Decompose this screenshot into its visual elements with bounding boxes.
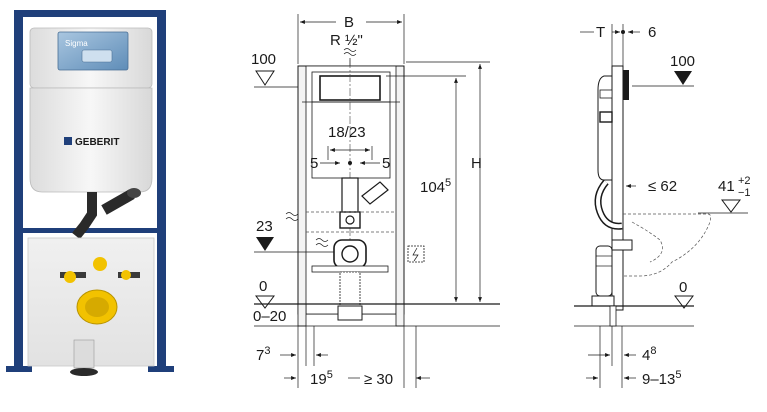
front-flush-pipe — [341, 177, 359, 215]
flush-pipe-branch — [101, 189, 135, 215]
pan-level-marker — [721, 199, 741, 213]
geberit-brand-label: GEBERIT — [75, 137, 119, 148]
side-top-level-label: 100 — [670, 53, 695, 70]
product-photo: Sigma GEBERIT — [6, 10, 174, 376]
pan-tol-plus: +2 — [738, 175, 751, 187]
top-level-marker — [255, 70, 275, 86]
bottom-range-base: 9–13 — [642, 371, 675, 388]
drain-stub-end — [70, 368, 98, 376]
electrical-box — [407, 245, 425, 263]
inner-height-sup: 5 — [445, 177, 451, 189]
mid-spacing-label: 18/23 — [328, 124, 366, 141]
depth-label: T — [596, 24, 605, 41]
svg-text:41: 41 — [718, 178, 735, 195]
flush-pipe-end — [127, 188, 141, 198]
water-supply-icon — [343, 48, 357, 56]
side-level-label: 23 — [256, 218, 273, 235]
frame-foot-right — [148, 366, 174, 372]
bottom-range-sup: 5 — [675, 369, 681, 381]
front-flush-branch — [361, 181, 389, 205]
sigma-plate-label: Sigma — [65, 39, 88, 48]
wall-gap-label: 6 — [648, 24, 656, 41]
side-level-marker — [256, 237, 274, 251]
height-label: H — [471, 155, 482, 172]
width-label: B — [344, 14, 354, 31]
inner-height-base: 104 — [420, 179, 445, 196]
floor-range-label: 0–20 — [253, 308, 286, 325]
frame-top-rail — [14, 10, 166, 17]
bottom-gap-label: ≥ 30 — [364, 371, 393, 388]
bottom-offset-base: 19 — [310, 371, 327, 388]
supply-wave-icon-left — [285, 212, 299, 221]
bottom-offset-sup: 5 — [327, 369, 333, 381]
bottom-small-base: 4 — [642, 347, 650, 364]
svg-text:73: 73 — [256, 345, 270, 364]
supply-fitting-center — [93, 257, 107, 271]
frame-right-post — [157, 10, 166, 370]
side-actuator-plate — [623, 70, 629, 100]
frame-foot-left — [6, 366, 32, 372]
drain-connector-inner — [85, 297, 109, 317]
svg-text:9–135: 9–135 — [642, 369, 682, 388]
left-margin-sup: 3 — [264, 345, 270, 357]
side-floor-level-label: 0 — [679, 279, 687, 296]
geberit-logo-square — [64, 137, 72, 145]
connection-label: R ½" — [330, 32, 363, 49]
pan-tol-minus: −1 — [738, 187, 751, 199]
supply-fitting-right — [121, 270, 131, 280]
side-view: T 6 100 ≤ 62 41 +2 −1 — [574, 24, 751, 388]
plate-button — [81, 49, 113, 63]
front-view: B R ½" 100 18/23 5 5 — [251, 14, 500, 388]
floor-level-marker — [255, 295, 275, 309]
side-cistern — [597, 75, 613, 181]
wc-pan — [623, 213, 712, 277]
svg-text:1045: 1045 — [420, 177, 451, 196]
side-drain-pipe — [595, 245, 613, 297]
drain-stub — [73, 339, 95, 369]
left-margin-base: 7 — [256, 347, 264, 364]
frame-mid-rail — [14, 228, 166, 233]
top-level-label: 100 — [251, 51, 276, 68]
side-top-level-marker — [674, 71, 692, 85]
svg-text:48: 48 — [642, 345, 656, 364]
svg-text:195: 195 — [310, 369, 333, 388]
side-floor-level-marker — [674, 295, 694, 309]
frame-left-post — [14, 10, 23, 370]
pan-height-base: 41 — [718, 178, 735, 195]
supply-wave-icon-bottom — [315, 238, 329, 247]
bottom-small-sup: 8 — [650, 345, 656, 357]
max-depth-label: ≤ 62 — [648, 178, 677, 195]
power-icon — [412, 247, 419, 262]
right-offset-label: 5 — [382, 155, 390, 172]
left-offset-label: 5 — [310, 155, 318, 172]
flush-pipe — [72, 192, 97, 240]
side-frame — [611, 65, 624, 311]
supply-fitting-left — [64, 271, 76, 283]
floor-level-label: 0 — [259, 278, 267, 295]
